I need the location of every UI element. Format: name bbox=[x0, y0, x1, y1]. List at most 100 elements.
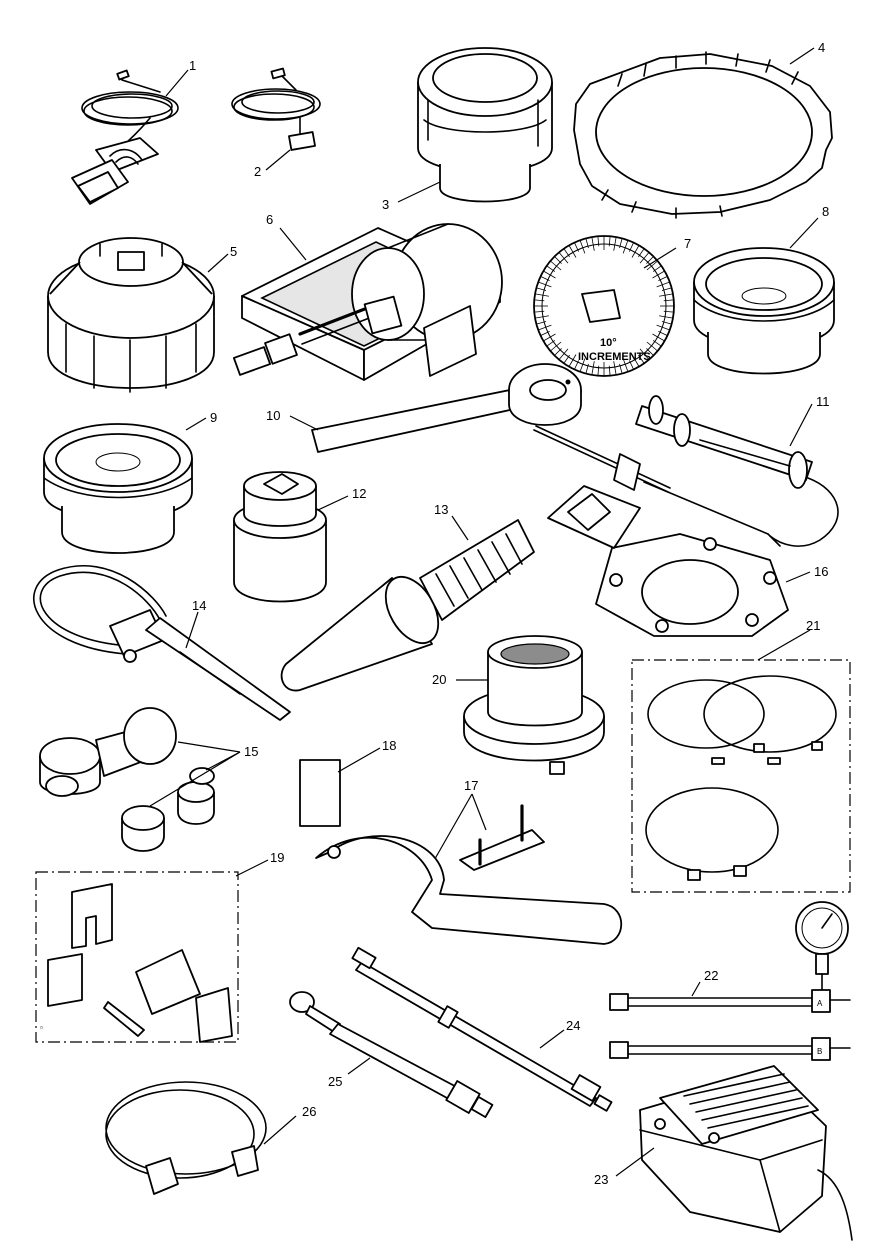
degree-tick bbox=[631, 245, 640, 258]
square-drive-socket bbox=[233, 471, 327, 603]
degree-tick bbox=[622, 240, 629, 254]
bearing-adaptors-set bbox=[39, 707, 215, 852]
degree-tick bbox=[613, 236, 617, 251]
degree-tick bbox=[550, 260, 562, 271]
degree-tick bbox=[663, 299, 674, 302]
degree-wheel-ticks bbox=[534, 236, 674, 376]
kit-19-parts: ▫ bbox=[40, 883, 233, 1043]
callout-8: 8 bbox=[822, 204, 829, 219]
callout-17: 17 bbox=[464, 778, 478, 793]
degree-tick bbox=[579, 240, 586, 254]
degree-tick bbox=[646, 348, 654, 356]
callout-6: 6 bbox=[266, 212, 273, 227]
degree-tick bbox=[652, 340, 662, 347]
degree-tick bbox=[659, 293, 674, 297]
large-socket-tool bbox=[417, 47, 553, 203]
c-spanner bbox=[315, 835, 623, 945]
degree-tick bbox=[628, 242, 634, 252]
callout-7: 7 bbox=[684, 236, 691, 251]
degree-tick bbox=[538, 281, 552, 288]
degree-tick bbox=[546, 265, 556, 272]
callout-12: 12 bbox=[352, 486, 366, 501]
degree-tick bbox=[591, 236, 595, 251]
degree-tick bbox=[579, 358, 586, 372]
degree-tick bbox=[534, 315, 549, 319]
battery-charger bbox=[639, 1065, 853, 1241]
degree-tick bbox=[652, 265, 662, 272]
degree-tick bbox=[613, 361, 617, 376]
coiled-lead-26 bbox=[105, 1081, 267, 1195]
callout-4: 4 bbox=[818, 40, 825, 55]
degree-tick bbox=[608, 365, 611, 376]
callout-18: 18 bbox=[382, 738, 396, 753]
degree-tick bbox=[585, 363, 589, 374]
crank-holding-tool bbox=[311, 363, 582, 453]
degree-tick bbox=[540, 276, 550, 282]
degree-tick bbox=[538, 324, 552, 331]
degree-tick bbox=[661, 287, 672, 291]
degree-tick bbox=[622, 358, 629, 372]
diagnostic-lead-obd bbox=[71, 69, 179, 205]
degree-tick bbox=[597, 365, 600, 376]
degree-tick bbox=[639, 252, 650, 264]
diagnostic-lead-small bbox=[231, 67, 321, 151]
degree-tick bbox=[661, 321, 672, 325]
degree-tick bbox=[619, 238, 623, 249]
callout-14: 14 bbox=[192, 598, 206, 613]
degree-wheel-label-2: INCREMENTS bbox=[578, 351, 651, 363]
degree-tick bbox=[652, 270, 665, 279]
callout-13: 13 bbox=[434, 502, 448, 517]
degree-tick bbox=[628, 360, 634, 370]
degree-tick bbox=[543, 270, 556, 279]
degree-wheel-label-1: 10° bbox=[600, 337, 617, 349]
degree-tick bbox=[656, 324, 670, 331]
kit-19-box bbox=[35, 871, 239, 1043]
kit-19-mark: ▫ bbox=[40, 1023, 43, 1032]
flanged-socket-tool bbox=[463, 635, 605, 775]
degree-tick bbox=[574, 242, 580, 252]
degree-tick bbox=[534, 299, 545, 302]
callout-25: 25 bbox=[328, 1074, 342, 1089]
clamp-plate-studs bbox=[459, 804, 545, 871]
degree-tick bbox=[543, 333, 556, 342]
extension-hose-25 bbox=[289, 991, 494, 1118]
degree-tick bbox=[638, 354, 645, 364]
kit-21-box bbox=[631, 659, 851, 893]
degree-tick bbox=[646, 341, 658, 352]
rotor-holding-plate bbox=[547, 485, 789, 637]
degree-tick bbox=[646, 260, 658, 271]
degree-tick bbox=[546, 340, 556, 347]
callout-11: 11 bbox=[816, 394, 830, 409]
callout-19: 19 bbox=[270, 850, 284, 865]
degree-tick bbox=[638, 248, 645, 258]
degree-tick bbox=[658, 276, 668, 282]
degree-tick bbox=[658, 330, 668, 336]
callout-2: 2 bbox=[254, 164, 261, 179]
degree-tick bbox=[608, 236, 611, 247]
degree-tick bbox=[568, 245, 577, 258]
callout-3: 3 bbox=[382, 197, 389, 212]
degree-tick bbox=[568, 354, 577, 367]
degree-tick bbox=[585, 238, 589, 249]
callout-22: 22 bbox=[704, 968, 718, 983]
degree-tick bbox=[619, 363, 623, 374]
callout-5: 5 bbox=[230, 244, 237, 259]
degree-tick bbox=[591, 361, 595, 376]
degree-tick bbox=[536, 287, 547, 291]
degree-tick bbox=[659, 315, 674, 319]
socket-cup-9 bbox=[43, 423, 193, 554]
pressure-gauge-hoses: A B bbox=[609, 901, 851, 1061]
port-a-label: A bbox=[817, 999, 823, 1008]
degree-tick bbox=[563, 354, 570, 364]
degree-tick bbox=[563, 248, 570, 258]
degree-tick bbox=[534, 293, 549, 297]
extension-probe-24 bbox=[351, 946, 613, 1112]
degree-tick bbox=[631, 354, 640, 367]
degree-tick bbox=[652, 333, 665, 342]
port-b-label: B bbox=[817, 1047, 822, 1056]
degree-tick bbox=[536, 321, 547, 325]
callout-16: 16 bbox=[814, 564, 828, 579]
degree-tick bbox=[550, 341, 562, 352]
seal-drift-cone bbox=[280, 519, 535, 692]
